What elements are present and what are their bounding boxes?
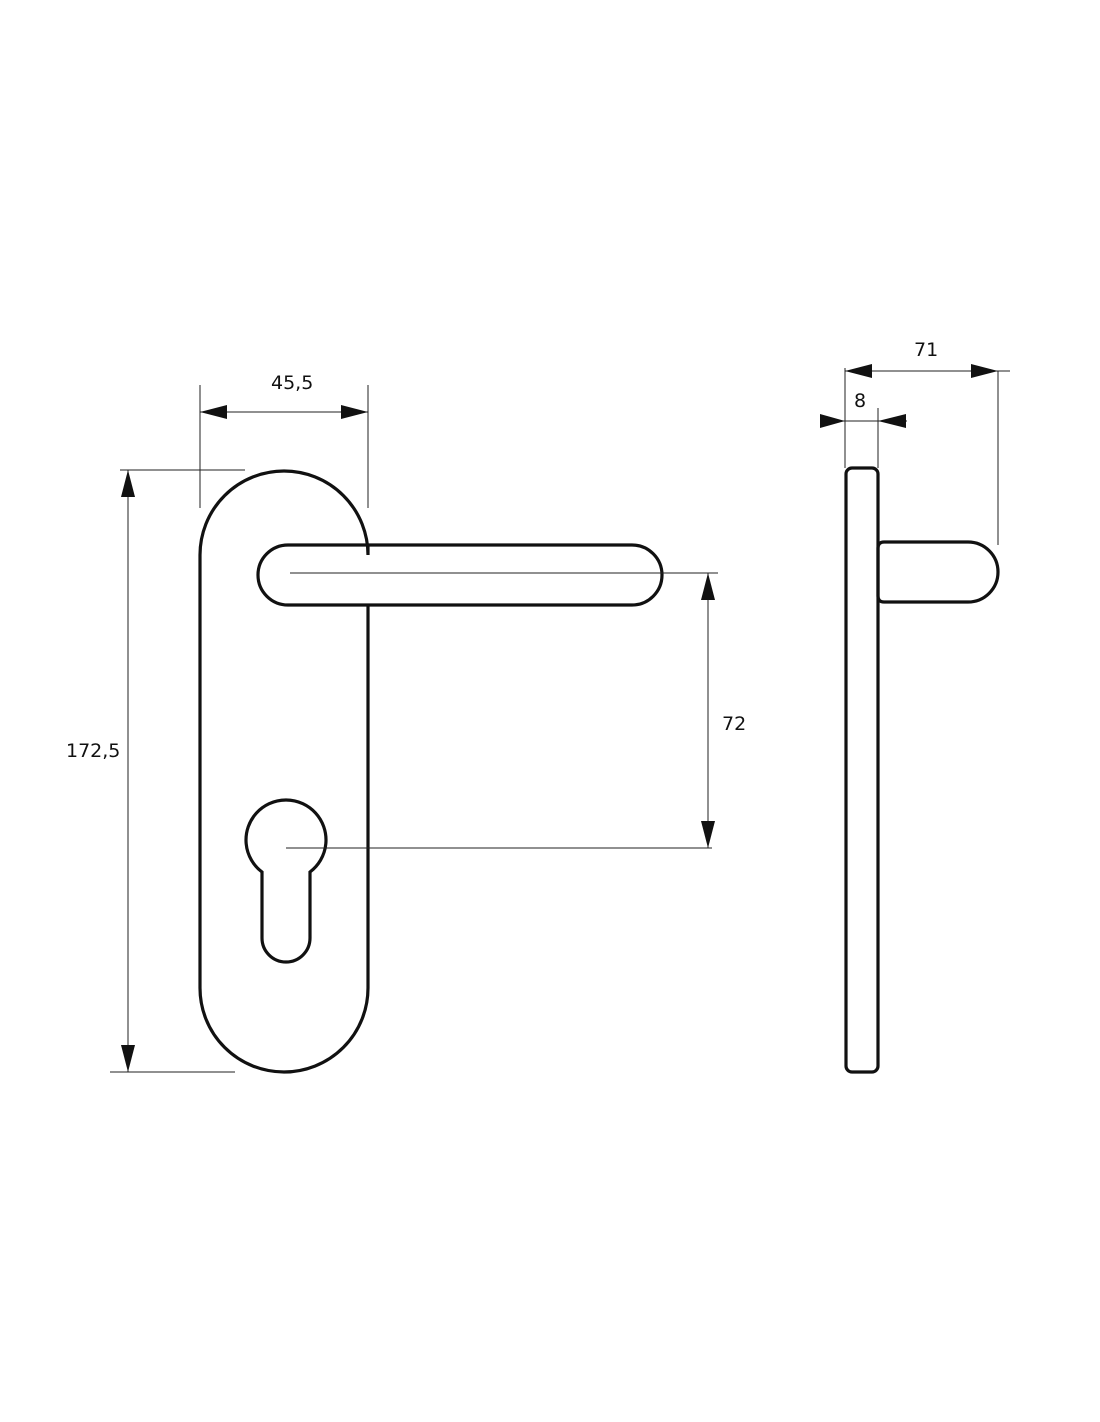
dimension-label-172-5: 172,5 [66,740,120,762]
lever-side [876,540,1000,604]
backplate-side [844,466,880,1074]
front-view: 72 172,5 45,5 [66,372,746,1074]
dimension-label-45-5: 45,5 [271,372,313,394]
lever-handle [256,543,664,607]
dimension-45-5: 45,5 [199,372,369,508]
side-view: 71 8 [820,339,1010,1074]
cylinder-keyhole [244,798,328,964]
dimension-172-5: 172,5 [66,469,245,1073]
dimension-72: 72 [701,573,746,848]
dimension-label-71: 71 [914,339,938,361]
backplate-outline [198,469,370,1074]
dimension-label-72: 72 [722,713,746,735]
dimension-8: 8 [820,390,907,468]
dimension-71: 71 [844,339,1010,545]
dimension-label-8: 8 [854,390,866,412]
